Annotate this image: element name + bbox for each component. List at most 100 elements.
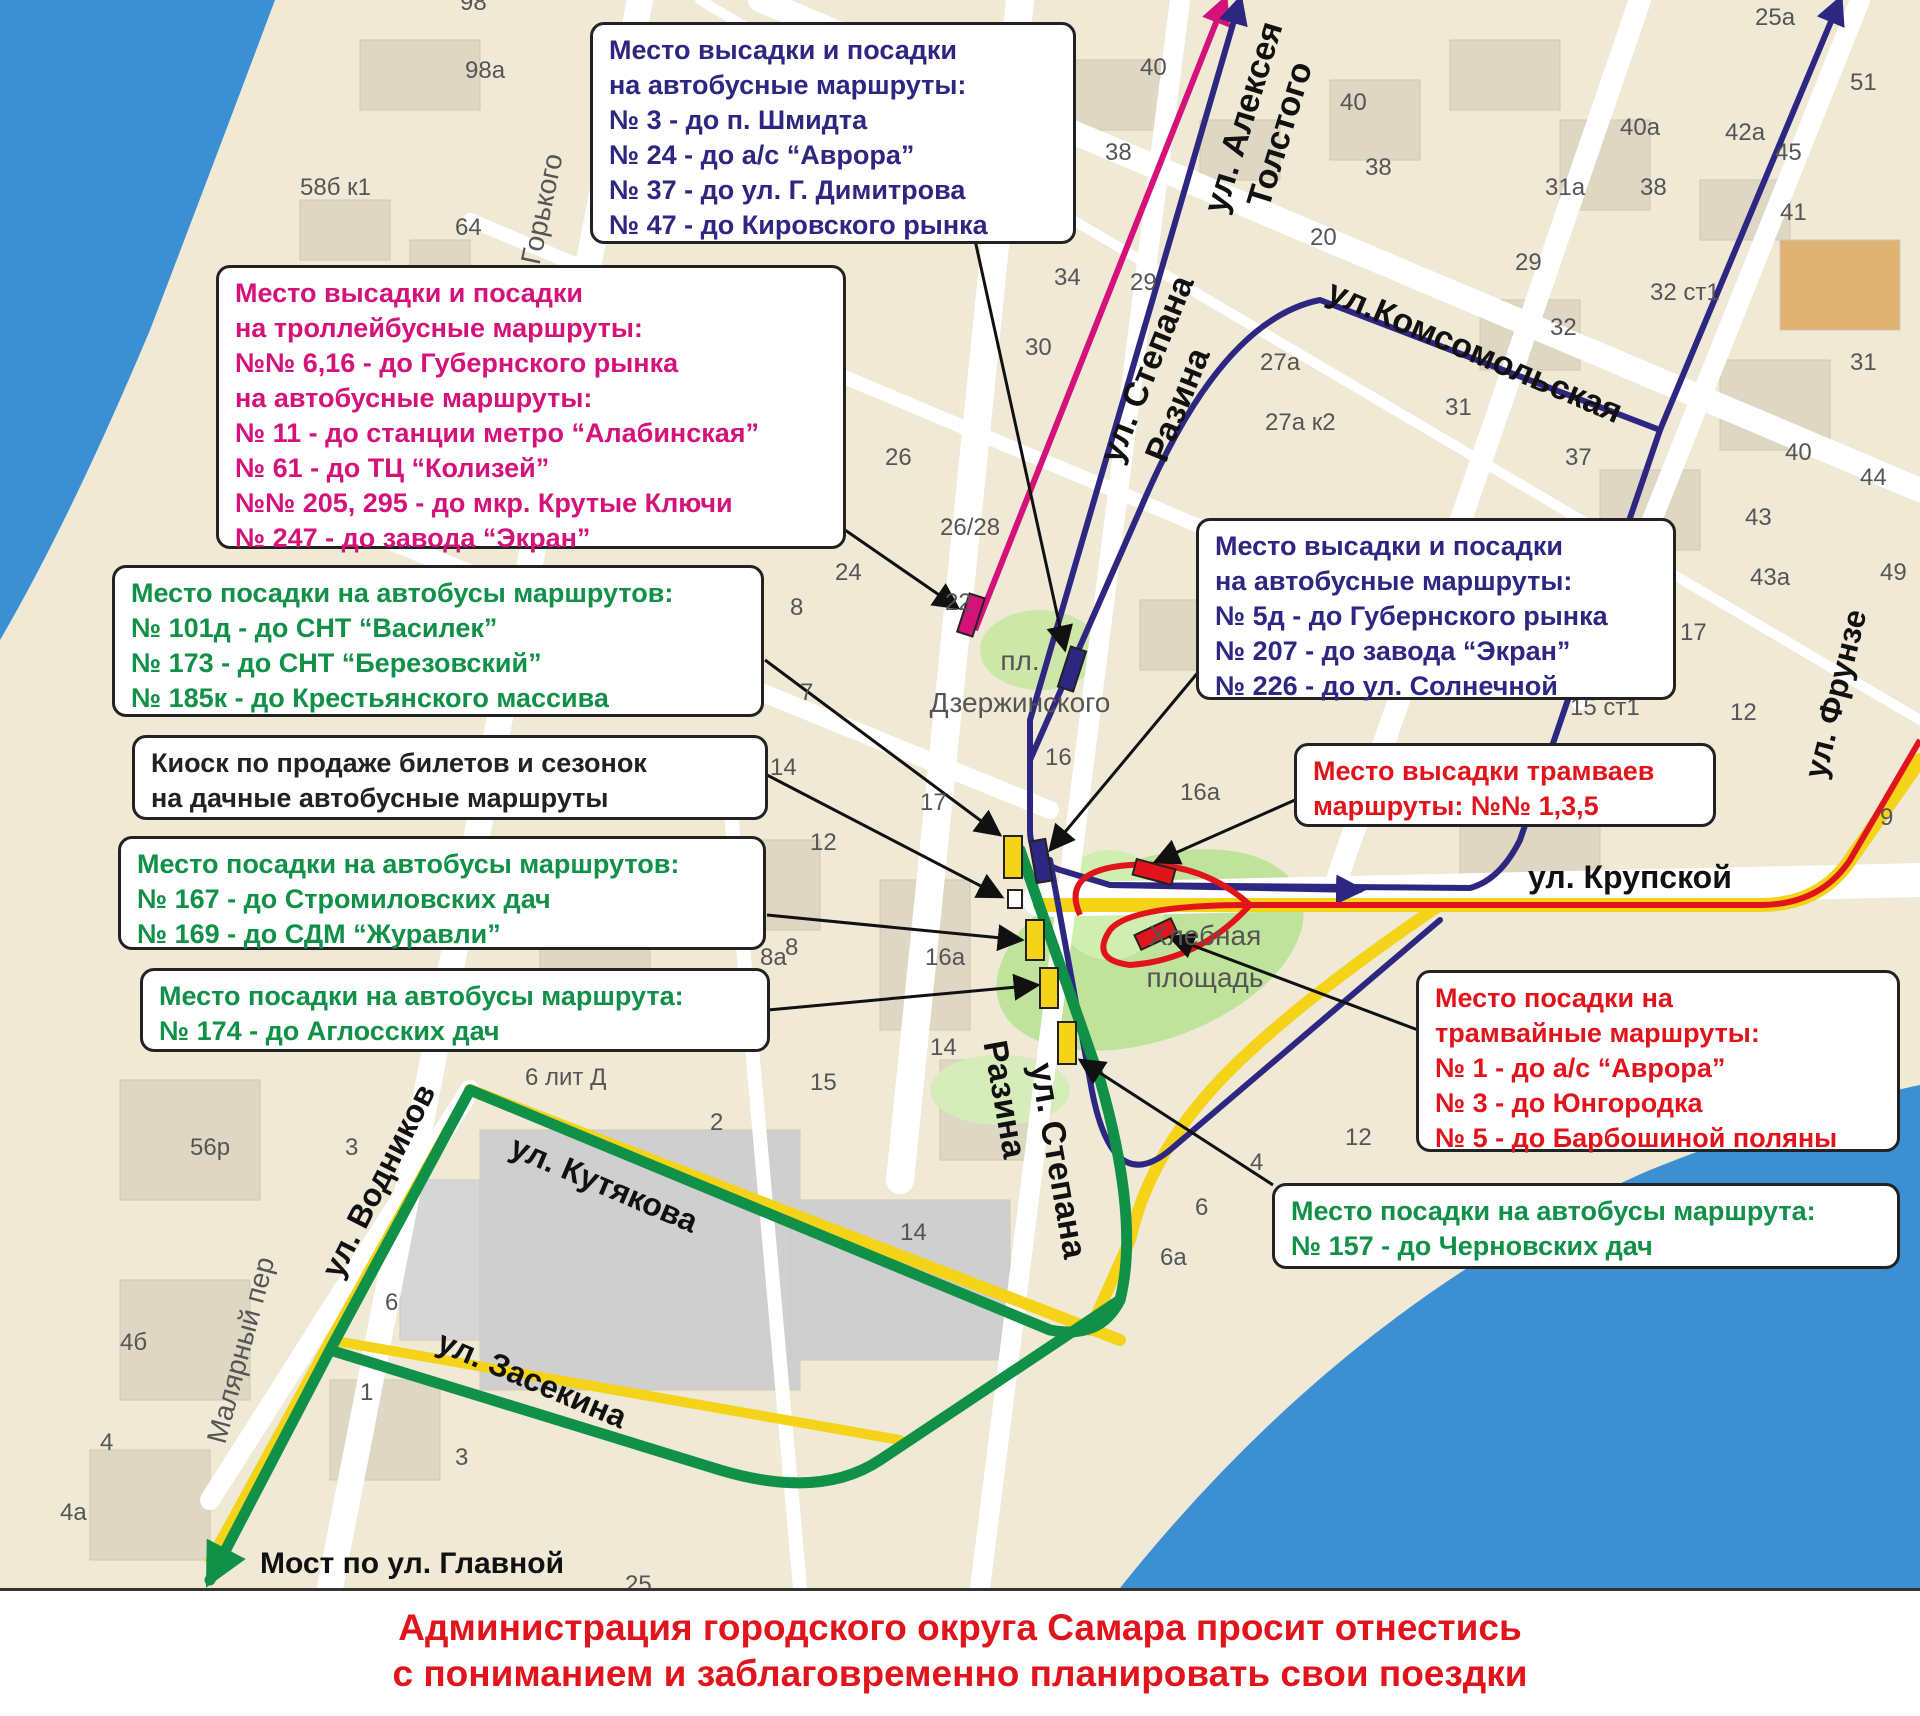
callout-line: № 3 - до п. Шмидта [609,105,868,135]
callout-bus-101: Место посадки на автобусы маршрутов: № 1… [112,565,764,717]
house-number: 40 [1140,54,1167,81]
house-number: 6 лит Д [525,1064,606,1091]
house-number: 31 [1445,394,1472,421]
callout-line: № 185к - до Крестьянского массива [131,683,609,713]
house-number: 45 [1775,139,1802,166]
house-number: 8 [790,594,803,621]
callout-line: № 5д - до Губернского рынка [1215,601,1608,631]
callout-line: Место посадки на автобусы маршрута: [159,981,684,1011]
house-number: 38 [1640,174,1667,201]
callout-line: № 169 - до СДМ “Журавли” [137,919,501,949]
house-number: 3 [345,1134,358,1161]
square-label-dzerzhinskogo: пл.Дзержинского [930,645,1111,718]
callout-line: №№ 6,16 - до Губернского рынка [235,348,679,378]
callout-line: на автобусные маршруты: [609,70,967,100]
callout-pointers [764,239,1419,1187]
callout-line: № 247 - до завода “Экран” [235,523,591,553]
house-number: 34 [1054,264,1081,291]
callout-line: Место высадки и посадки [1215,531,1563,561]
stop-marker-bus-5d [1028,837,1054,885]
house-number: 6 [1195,1194,1208,1221]
house-number: 37 [1565,444,1592,471]
house-number: 42а [1725,119,1766,146]
callout-line: на троллейбусные маршруты: [235,313,643,343]
house-number: 17 [1680,619,1707,646]
suburban-bus-route [204,844,1133,1588]
callout-line: трамвайные маршруты: [1435,1018,1760,1048]
house-number: 16а [925,944,966,971]
callout-line: № 24 - до а/с “Аврора” [609,140,915,170]
house-number: 4а [60,1499,87,1526]
callout-line: Место посадки на автобусы маршрутов: [137,849,680,879]
trolley-route-line [972,0,1231,632]
house-number: 14 [900,1219,927,1246]
house-number: 40а [1620,114,1661,141]
house-number: 9 [1880,804,1893,831]
house-number: 3 [455,1444,468,1471]
callout-bus-top: Место высадки и посадки на автобусные ма… [590,22,1076,244]
house-number: 25 [625,1571,652,1588]
house-number: 27а [1260,349,1301,376]
footer-line-1: Администрация городского округа Самара п… [398,1607,1522,1648]
stop-marker-trolley [955,592,987,638]
house-number: 12 [1345,1124,1372,1151]
house-number: 20 [1310,224,1337,251]
house-number: 14 [930,1034,957,1061]
river-volga [0,0,275,640]
house-number: 32 ст1 [1650,279,1720,306]
house-number: 43а [1750,564,1791,591]
callout-line: Место посадки на автобусы маршрутов: [131,578,674,608]
house-number: 4 [1250,1149,1263,1176]
callout-line: на автобусные маршруты: [235,383,593,413]
callout-line: № 37 - до ул. Г. Димитрова [609,175,966,205]
house-number: 29 [1515,249,1542,276]
house-number: 4б [120,1329,147,1356]
house-number: 49 [1880,559,1907,586]
house-number: 17 [920,789,947,816]
callout-line: маршруты: №№ 1,3,5 [1313,791,1599,821]
house-number: 31 [1850,349,1877,376]
house-number: 98 [460,0,487,16]
house-number: 8 [785,934,798,961]
street-label-krupskoy: ул. Крупской [1528,859,1732,895]
stop-marker-tram-board [1133,916,1179,952]
house-number: 26 [885,444,912,471]
house-number: 27а к2 [1265,409,1336,436]
callout-line: Место высадки трамваев [1313,756,1655,786]
callout-line: № 207 - до завода “Экран” [1215,636,1571,666]
house-number: 38 [1105,139,1132,166]
street-label-most: Мост по ул. Главной [260,1547,564,1580]
callout-tram-drop: Место высадки трамваев маршруты: №№ 1,3,… [1294,743,1716,827]
house-number: 32 [1550,314,1577,341]
house-number: 6а [1160,1244,1187,1271]
house-number: 14 [770,754,797,781]
callout-line: № 101д - до СНТ “Василек” [131,613,498,643]
callout-line: на дачные автобусные маршруты [151,783,609,813]
callout-line: № 5 - до Барбошиной поляны [1435,1123,1838,1153]
house-number: 38 [1365,154,1392,181]
house-number: 1 [360,1379,373,1406]
callout-trolley: Место высадки и посадки на троллейбусные… [216,265,846,553]
callout-kiosk: Киоск по продаже билетов и сезонок на да… [132,735,768,820]
callout-line: № 11 - до станции метро “Алабинская” [235,418,760,448]
house-number: 58б к1 [300,174,371,201]
house-number: 43 [1745,504,1772,531]
callout-bus-167: Место посадки на автобусы маршрутов: № 1… [118,836,766,950]
callout-line: № 47 - до Кировского рынка [609,210,988,240]
house-number: 12 [810,829,837,856]
house-number: 30 [1025,334,1052,361]
house-number: 41 [1780,199,1807,226]
house-number: 12 [1730,699,1757,726]
house-number: 44 [1860,464,1887,491]
house-number: 4 [100,1429,113,1456]
callout-line: № 174 - до Аглосских дач [159,1016,500,1046]
house-number: 51 [1850,69,1877,96]
callout-line: № 167 - до Стромиловских дач [137,884,551,914]
house-number: 24 [835,559,862,586]
stop-marker-suburban-4 [1057,1021,1077,1065]
footer-line-2: с пониманием и заблаговременно планирова… [392,1653,1528,1694]
house-number: 15 [810,1069,837,1096]
house-number: 2 [710,1109,723,1136]
